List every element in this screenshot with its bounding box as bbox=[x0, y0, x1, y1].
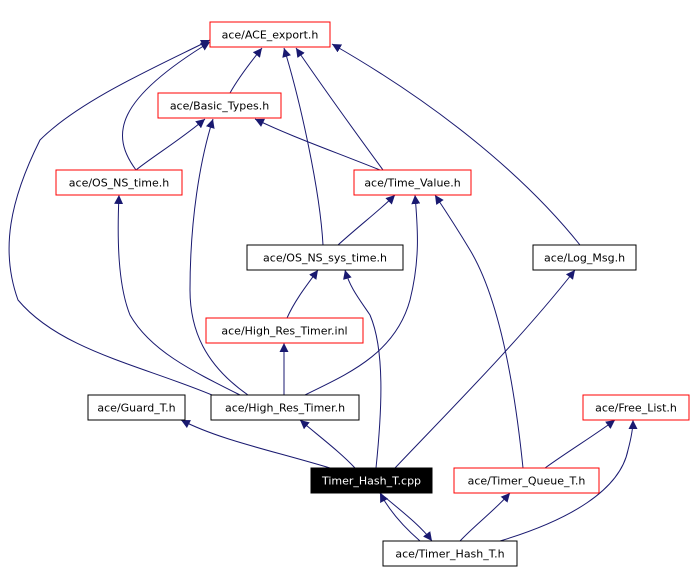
edge-high_res_h-to-ace_export bbox=[8, 39, 213, 396]
edge-timer_hash_h-to-free_list bbox=[499, 419, 638, 542]
node-box bbox=[55, 169, 183, 196]
node-box bbox=[532, 244, 637, 271]
edge-timer_hash_h-to-timer_hash_cpp bbox=[379, 492, 421, 542]
edge-timer_hash_h-to-timer_queue bbox=[459, 492, 511, 542]
node-box bbox=[310, 467, 433, 494]
edge-timer_hash_cpp-to-high_res_h bbox=[299, 419, 356, 469]
edge-os_ns_time-to-ace_export bbox=[122, 41, 211, 171]
node-os-ns-time[interactable]: ace/OS_NS_time.h bbox=[55, 169, 183, 196]
node-label: ace/ACE_export.h bbox=[222, 29, 319, 42]
node-box bbox=[382, 540, 518, 567]
node-label: ace/Timer_Queue_T.h bbox=[468, 475, 586, 488]
node-guard-t[interactable]: ace/Guard_T.h bbox=[87, 394, 186, 421]
edge-high_res_h-to-os_ns_time bbox=[114, 194, 241, 396]
node-high-res-h[interactable]: ace/High_Res_Timer.h bbox=[210, 394, 360, 421]
node-time-value[interactable]: ace/Time_Value.h bbox=[353, 169, 472, 196]
node-timer-hash-cpp[interactable]: Timer_Hash_T.cpp bbox=[310, 467, 433, 494]
node-label: ace/Guard_T.h bbox=[97, 402, 175, 415]
node-box bbox=[453, 467, 600, 494]
node-os-ns-sys-time[interactable]: ace/OS_NS_sys_time.h bbox=[246, 244, 404, 271]
node-label: ace/Log_Msg.h bbox=[544, 252, 625, 265]
edge-timer_hash_cpp-to-timer_hash_h bbox=[379, 492, 433, 542]
node-timer-hash-h[interactable]: ace/Timer_Hash_T.h bbox=[382, 540, 518, 567]
node-label: ace/High_Res_Timer.h bbox=[225, 402, 345, 415]
edge-os_ns_time-to-basic_types bbox=[135, 118, 206, 171]
edge-timer_hash_cpp-to-os_ns_sys_time bbox=[343, 269, 382, 469]
edge-high_res_h-to-time_value bbox=[304, 194, 421, 396]
node-label: ace/OS_NS_time.h bbox=[69, 177, 169, 190]
node-box bbox=[205, 317, 364, 344]
edge-high_res_inl-to-os_ns_sys_time bbox=[286, 269, 319, 319]
node-ace-export[interactable]: ace/ACE_export.h bbox=[209, 21, 331, 48]
edge-timer_queue-to-time_value bbox=[434, 194, 524, 469]
node-box bbox=[87, 394, 186, 421]
edge-time_value-to-ace_export bbox=[295, 47, 384, 171]
edge-os_ns_sys_time-to-time_value bbox=[337, 194, 396, 246]
edge-timer_queue-to-free_list bbox=[544, 419, 616, 469]
node-label: ace/Basic_Types.h bbox=[170, 100, 269, 113]
node-box bbox=[210, 394, 360, 421]
node-box bbox=[246, 244, 404, 271]
node-basic-types[interactable]: ace/Basic_Types.h bbox=[157, 92, 282, 119]
node-layer: ace/ACE_export.h ace/Basic_Types.h ace/OS_… bbox=[55, 21, 690, 567]
node-label: ace/Time_Value.h bbox=[364, 177, 460, 190]
node-label: ace/Free_List.h bbox=[595, 402, 677, 415]
node-label: ace/OS_NS_sys_time.h bbox=[263, 252, 387, 265]
node-box bbox=[353, 169, 472, 196]
node-box bbox=[582, 394, 690, 421]
edge-os_ns_sys_time-to-ace_export bbox=[282, 47, 324, 246]
node-high-res-inl[interactable]: ace/High_Res_Timer.inl bbox=[205, 317, 364, 344]
node-log-msg[interactable]: ace/Log_Msg.h bbox=[532, 244, 637, 271]
node-label: ace/Timer_Hash_T.h bbox=[395, 548, 504, 561]
node-timer-queue[interactable]: ace/Timer_Queue_T.h bbox=[453, 467, 600, 494]
edge-basic_types-to-ace_export bbox=[229, 47, 263, 94]
node-label: ace/High_Res_Timer.inl bbox=[221, 325, 347, 338]
edge-layer bbox=[8, 39, 638, 542]
edge-timer_hash_cpp-to-guard_t bbox=[180, 419, 331, 469]
edge-log_msg-to-ace_export bbox=[331, 43, 581, 246]
node-box bbox=[209, 21, 331, 48]
node-box bbox=[157, 92, 282, 119]
edge-time_value-to-basic_types bbox=[254, 118, 381, 171]
node-label: Timer_Hash_T.cpp bbox=[321, 475, 421, 488]
node-free-list[interactable]: ace/Free_List.h bbox=[582, 394, 690, 421]
edge-high_res_h-to-basic_types bbox=[189, 118, 249, 396]
edge-timer_hash_cpp-to-log_msg bbox=[394, 269, 576, 469]
